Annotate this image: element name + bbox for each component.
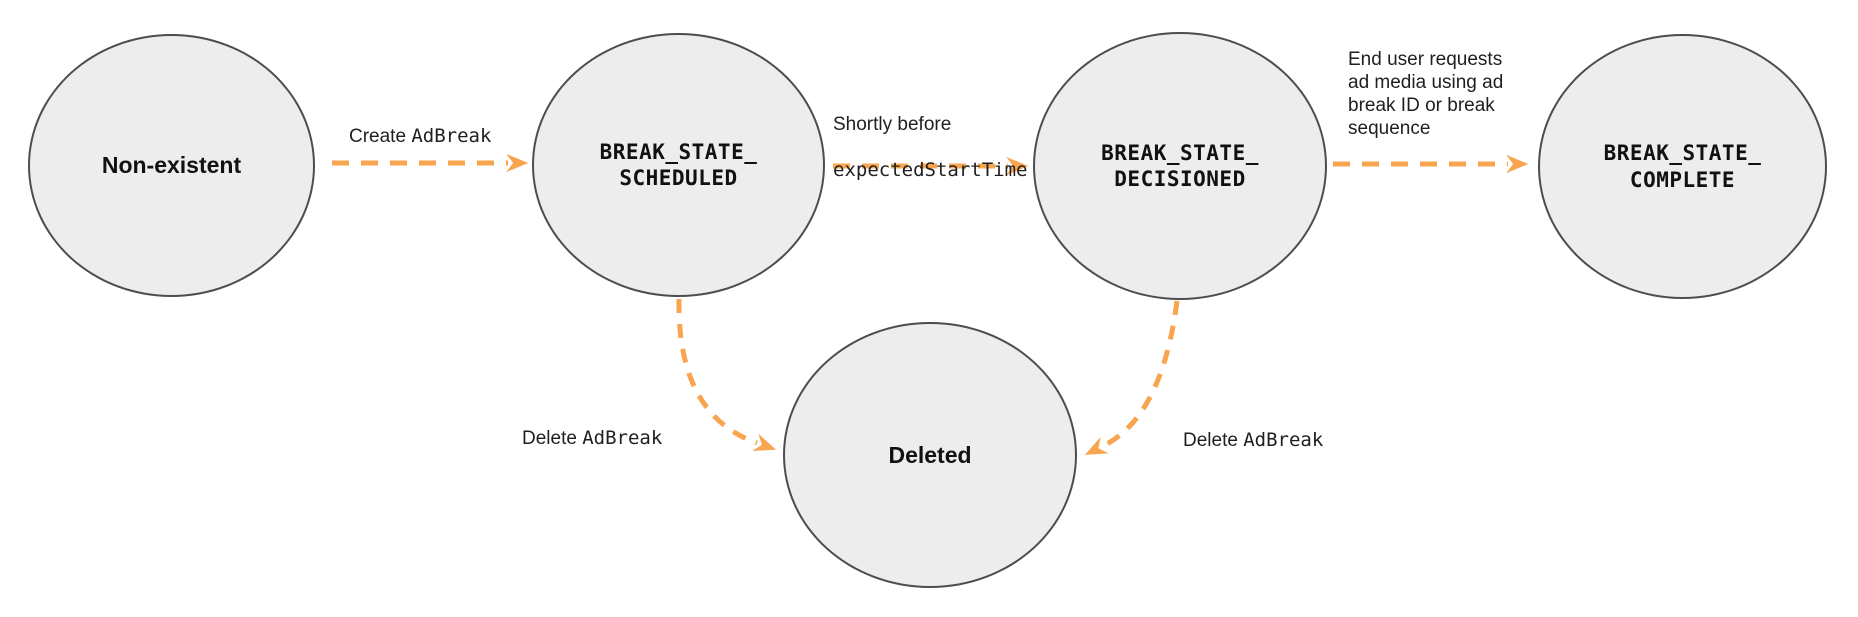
edge-label-create-adbreak: Create AdBreak xyxy=(349,102,491,148)
edge-label-delete-adbreak-left: Delete AdBreak xyxy=(522,404,662,450)
edge-label-delete-right-plain: Delete xyxy=(1183,430,1244,451)
edge-label-delete-left-code: AdBreak xyxy=(582,427,663,449)
edge-label-shortly-line2-code: expectedStartTime xyxy=(833,159,1028,181)
state-label-break-state-scheduled: BREAK_STATE_ SCHEDULED xyxy=(599,139,758,190)
state-node-break-state-decisioned: BREAK_STATE_ DECISIONED xyxy=(1033,32,1327,300)
edge-label-delete-adbreak-right: Delete AdBreak xyxy=(1183,406,1323,452)
state-node-break-state-scheduled: BREAK_STATE_ SCHEDULED xyxy=(532,33,825,297)
state-label-break-state-decisioned: BREAK_STATE_ DECISIONED xyxy=(1101,140,1259,191)
state-node-non-existent: Non-existent xyxy=(28,34,315,297)
edge-label-shortly-before: Shortly before expectedStartTime xyxy=(833,90,1027,182)
state-node-break-state-complete: BREAK_STATE_ COMPLETE xyxy=(1538,34,1827,299)
edge-delete-adbreak-right-arrow xyxy=(1084,300,1180,455)
state-label-deleted: Deleted xyxy=(888,441,972,468)
state-label-break-state-complete: BREAK_STATE_ COMPLETE xyxy=(1603,141,1762,192)
edge-label-shortly-line1: Shortly before xyxy=(833,114,952,135)
edge-label-end-user-requests: End user requests ad media using ad brea… xyxy=(1348,49,1504,139)
edge-delete-adbreak-left-arrow xyxy=(676,298,777,452)
edge-label-create-code: AdBreak xyxy=(411,125,492,147)
edge-label-delete-right-code: AdBreak xyxy=(1243,429,1324,451)
edge-label-delete-left-plain: Delete xyxy=(522,428,583,449)
state-node-deleted: Deleted xyxy=(783,322,1077,588)
state-label-non-existent: Non-existent xyxy=(101,152,242,178)
edge-label-create-plain: Create xyxy=(349,126,412,147)
